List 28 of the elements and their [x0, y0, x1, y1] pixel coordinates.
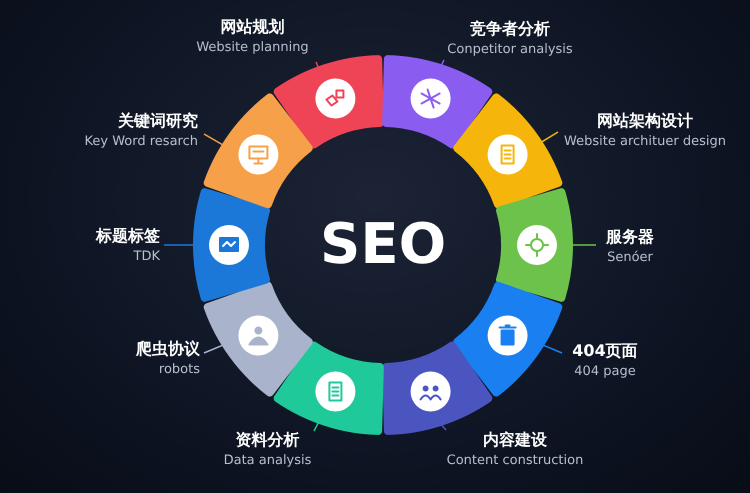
category-title: 爬虫协议 [136, 338, 200, 360]
leader-line [572, 244, 596, 246]
category-title: 标题标签 [96, 225, 160, 247]
leader-line [204, 344, 223, 354]
category-subtitle: Conpetitor analysis [447, 41, 573, 59]
category-subtitle: Content construction [446, 452, 584, 470]
category-title: 内容建设 [483, 429, 547, 451]
category-title: 竞争者分析 [470, 18, 550, 40]
category-subtitle: Website archituer design [564, 133, 726, 151]
category-subtitle: Website planning [196, 39, 309, 57]
category-subtitle: Key Word resarch [84, 133, 198, 151]
category-title: 网站架构设计 [597, 110, 693, 132]
leader-line [204, 133, 224, 146]
category-title: 404页面 [572, 340, 638, 362]
center-title: SEO [320, 213, 446, 277]
leader-line [313, 422, 320, 432]
category-subtitle: TDK [134, 248, 160, 266]
category-title: 服务器 [606, 226, 654, 248]
leader-line [164, 244, 194, 246]
category-subtitle: robots [158, 361, 200, 379]
category-subtitle: Data analysis [224, 452, 312, 470]
category-title: 资料分析 [236, 429, 300, 451]
category-subtitle: Senóer [607, 249, 653, 267]
category-subtitle: 404 page [574, 363, 636, 381]
leader-line [541, 131, 558, 143]
category-title: 网站规划 [220, 16, 284, 38]
leader-line [543, 344, 562, 354]
category-title: 关键词研究 [118, 110, 198, 132]
